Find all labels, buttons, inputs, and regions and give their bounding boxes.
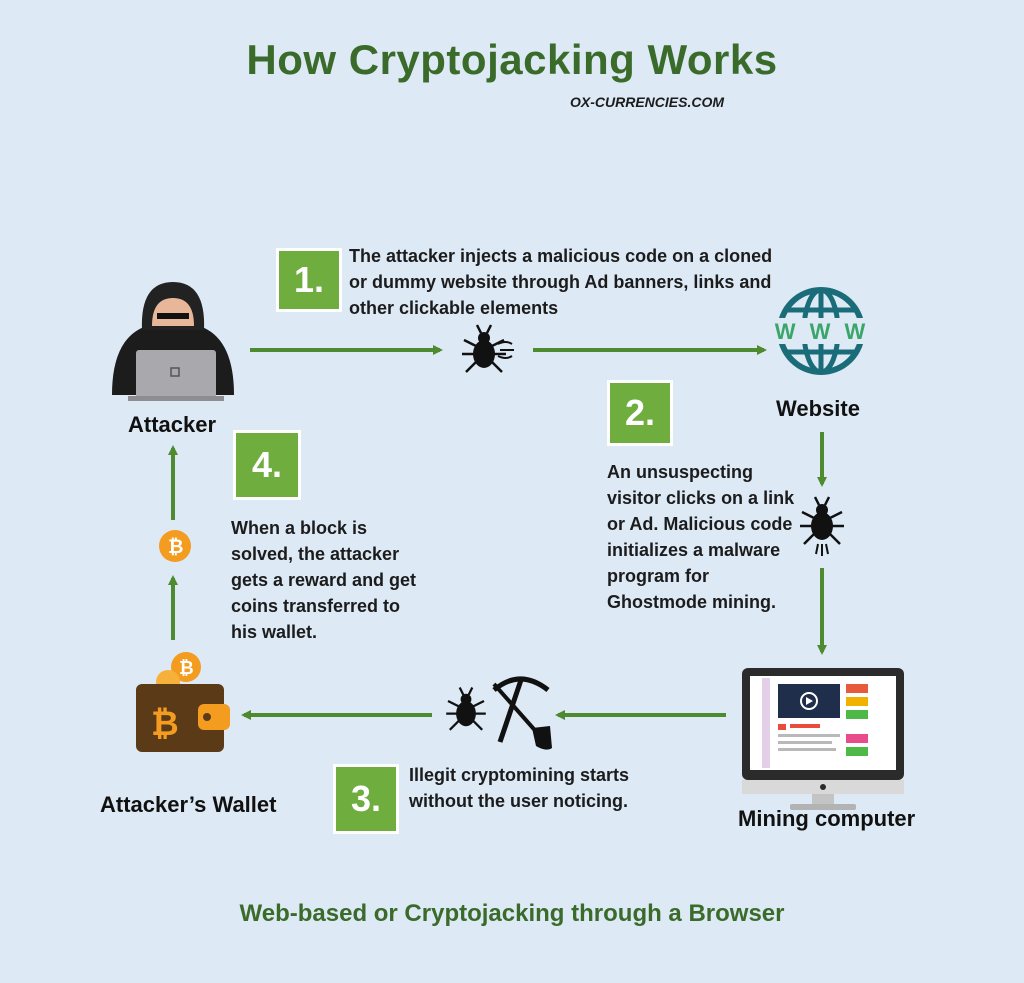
step-1-text: The attacker injects a malicious code on… xyxy=(349,246,773,318)
svg-text:₿: ₿ xyxy=(151,705,179,743)
wallet-icon: ₿ xyxy=(136,652,230,752)
attacker-label: Attacker xyxy=(128,412,217,437)
wallet-coin-symbol: ₿ xyxy=(179,658,194,678)
step-4-text: When a block is solved, the attacker get… xyxy=(231,518,417,642)
step-3-badge: 3. xyxy=(333,764,399,834)
hacker-icon xyxy=(112,282,234,401)
source-credit: OX-CURRENCIES.COM xyxy=(570,94,725,110)
step-2-badge: 2. xyxy=(607,380,673,446)
step-3-text: Illegit cryptomining starts without the … xyxy=(409,765,630,811)
globe-icon xyxy=(770,287,874,375)
bug-icon xyxy=(460,323,514,374)
computer-icon xyxy=(742,668,904,810)
wallet-label: Attacker’s Wallet xyxy=(100,792,277,817)
diagram-footer: Web-based or Cryptojacking through a Bro… xyxy=(239,900,785,927)
bitcoin-coin-icon: ₿ xyxy=(159,530,191,562)
svg-text:₿: ₿ xyxy=(168,537,183,558)
diagram-title: How Cryptojacking Works xyxy=(246,36,778,83)
pickaxe-shovel-icon xyxy=(492,676,552,750)
step-1-badge: 1. xyxy=(276,248,342,312)
bug-icon xyxy=(798,495,846,556)
mining-computer-label: Mining computer xyxy=(738,806,916,831)
bug-icon xyxy=(445,686,487,731)
website-label: Website xyxy=(776,396,860,421)
step-4-badge: 4. xyxy=(233,430,301,500)
step-2-text: An unsuspecting visitor clicks on a link… xyxy=(607,462,795,612)
website-www-text: W W W xyxy=(775,319,870,344)
